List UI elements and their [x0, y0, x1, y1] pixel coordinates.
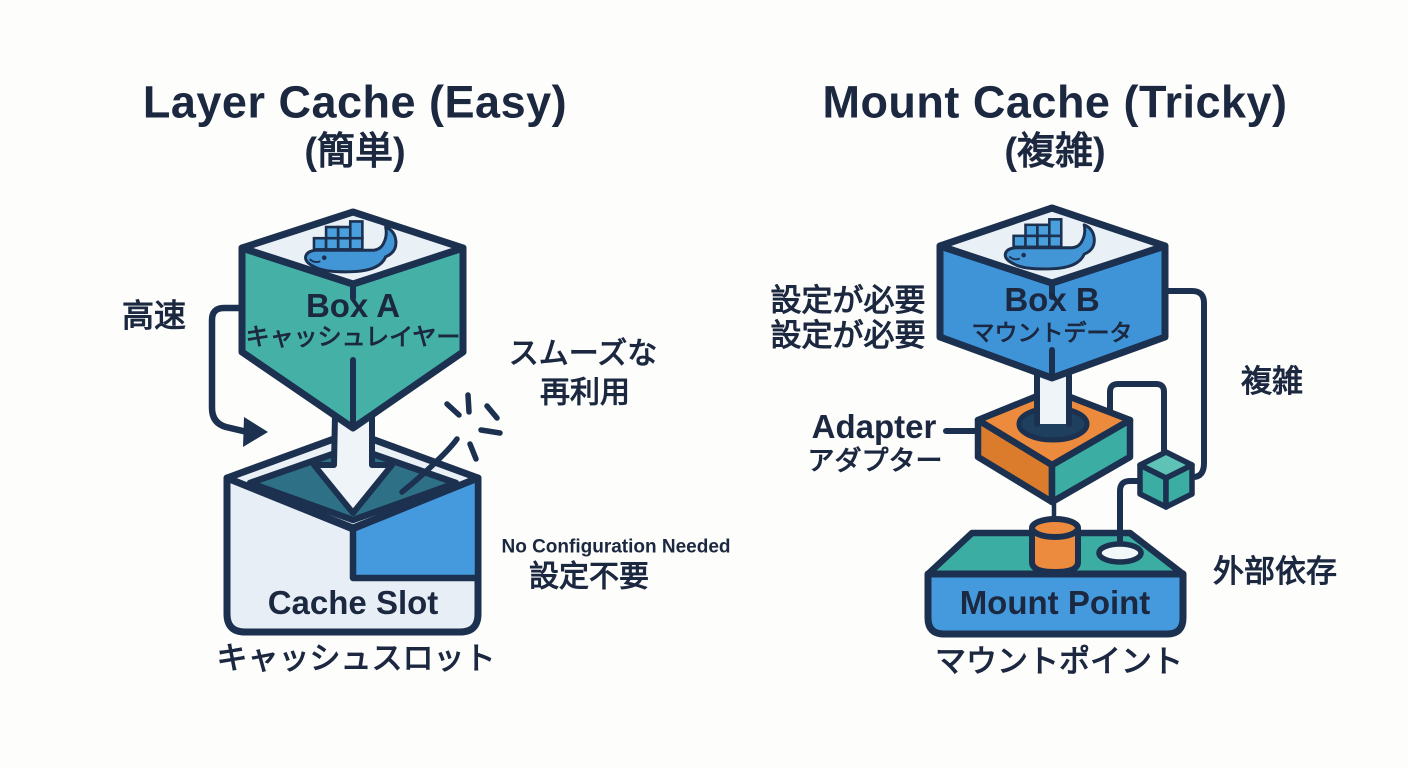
fast-hook-arrow	[208, 304, 268, 447]
right-subtitle: (複雑)	[1004, 131, 1106, 174]
mount-cache-diagram	[924, 204, 1207, 638]
spark-burst	[399, 392, 503, 495]
cache-slot-box	[223, 428, 482, 636]
box-b-label: Box B	[1004, 280, 1100, 318]
box-a-cube	[238, 208, 467, 432]
right-title: Mount Cache (Tricky)	[822, 76, 1288, 128]
noconfig-label-ja: 設定不要	[529, 560, 649, 594]
reuse-label-line1: スムーズな	[508, 337, 658, 371]
left-title: Layer Cache (Easy)	[142, 76, 568, 128]
connector-adapter-to-cube	[1107, 381, 1167, 455]
dependency-cube	[1137, 449, 1195, 510]
complex-label: 複雑	[1241, 363, 1303, 399]
left-caption: キャッシュスロット	[216, 640, 496, 676]
box-b-cube	[936, 204, 1169, 382]
left-subtitle: (簡単)	[304, 131, 406, 174]
config-label-line2: 設定が必要	[770, 317, 926, 353]
connector-boxb-to-cube	[1153, 288, 1207, 480]
mount-point-label: Mount Point	[959, 583, 1151, 621]
external-dep-label: 外部依存	[1213, 553, 1337, 589]
reuse-label-line2: 再利用	[540, 376, 630, 410]
speed-label: 高速	[121, 297, 187, 334]
orange-cylinder	[1029, 516, 1081, 575]
noconfig-label-en: No Configuration Needed	[501, 536, 731, 558]
adapter-label-en: Adapter	[811, 407, 937, 445]
box-a-sublabel: キャッシュレイヤー	[245, 323, 461, 351]
cache-slot-label: Cache Slot	[267, 583, 439, 621]
config-label-line1: 設定が必要	[770, 282, 926, 318]
box-b-sublabel: マウントデータ	[971, 319, 1133, 346]
adapter-label-ja: アダプター	[807, 446, 943, 477]
box-a-label: Box A	[305, 286, 401, 324]
connector-cube-to-hole	[1117, 478, 1147, 551]
layer-cache-diagram	[208, 208, 503, 636]
right-caption: マウントポイント	[935, 643, 1183, 679]
down-arrow	[311, 412, 395, 516]
platform-hole	[1096, 541, 1144, 565]
